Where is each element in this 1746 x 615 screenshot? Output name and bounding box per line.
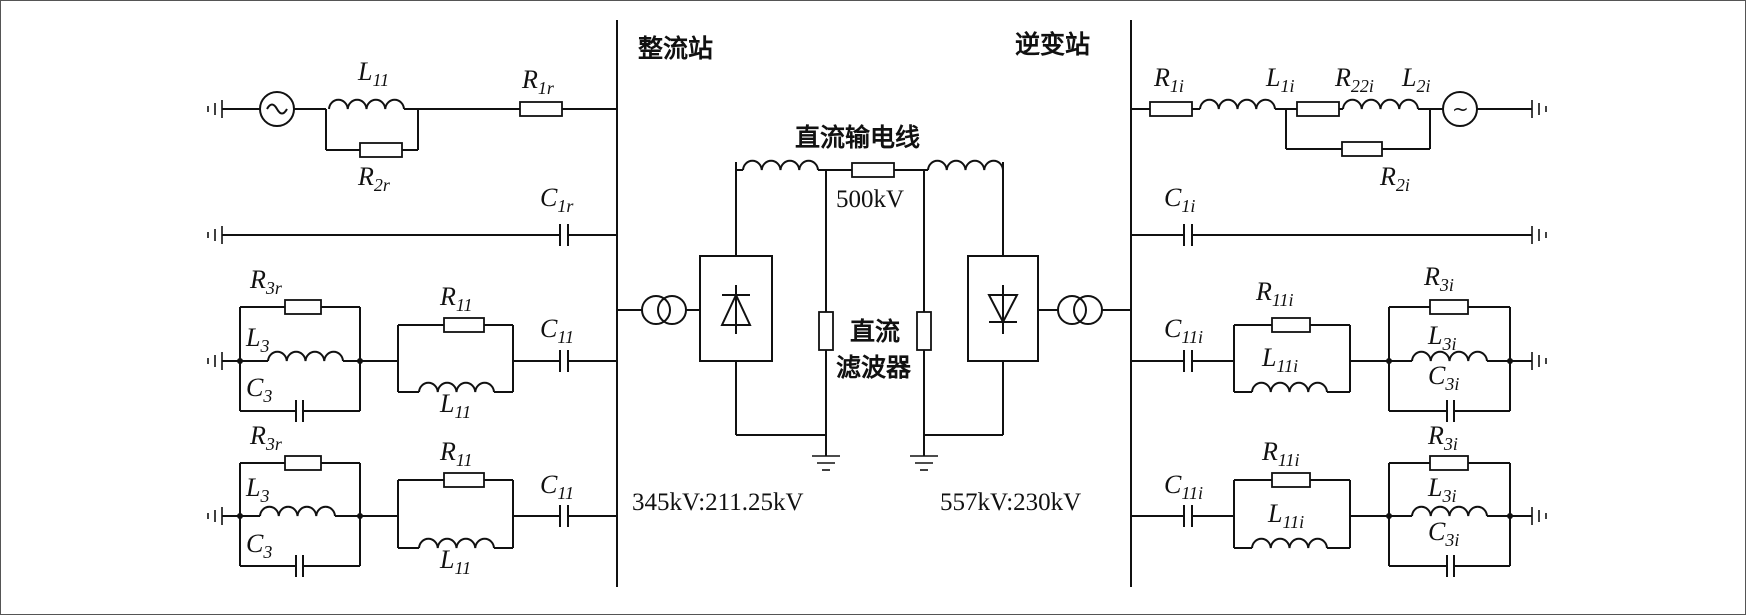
inverter-station-label: 逆变站 <box>1015 30 1090 59</box>
inverter-ac-source-branch: ~ <box>1131 91 1547 157</box>
label-R11i-2: R11i <box>1261 437 1300 470</box>
rectifier-valve <box>699 162 826 436</box>
inverter-valve <box>967 255 1039 435</box>
inverter-capacitor-branch <box>1131 224 1547 246</box>
label-L3-1: L3 <box>245 323 269 356</box>
label-R3i-2: R3i <box>1427 421 1458 454</box>
svg-text:~: ~ <box>1452 97 1469 121</box>
label-C3-1: C3 <box>246 373 272 406</box>
dc-filter-label-line1: 直流 <box>850 317 900 346</box>
label-R2r: R2r <box>357 162 391 195</box>
label-L1i: L1i <box>1265 63 1294 96</box>
label-C3i-2: C3i <box>1428 517 1459 550</box>
label-L11-2: L11 <box>439 545 471 578</box>
dc-line-label: 直流输电线 <box>795 123 920 152</box>
inverter-filter-branch-1 <box>1131 299 1547 422</box>
label-R3r-2: R3r <box>249 421 283 454</box>
label-C11i-2: C11i <box>1164 470 1203 503</box>
label-C11-2: C11 <box>540 470 574 503</box>
rectifier-ac-source-branch <box>207 91 617 158</box>
label-R11i-1: R11i <box>1255 277 1294 310</box>
rectifier-capacitor-branch <box>207 224 617 246</box>
label-L2i: L2i <box>1401 63 1430 96</box>
inverter-transformer <box>1038 295 1131 325</box>
rectifier-filter-branch-1 <box>207 299 617 422</box>
label-L11-1: L11 <box>439 389 471 422</box>
label-C11-1: C11 <box>540 314 574 347</box>
label-R3i-1: R3i <box>1423 262 1454 295</box>
label-R2i: R2i <box>1379 162 1410 195</box>
label-R11-2: R11 <box>439 437 473 470</box>
dc-line-resistor <box>851 162 895 178</box>
label-R3r-1: R3r <box>249 265 283 298</box>
resistor-R1r <box>519 101 563 117</box>
inverter-transformer-ratio: 557kV:230kV <box>940 489 1081 516</box>
label-R1r: R1r <box>521 65 555 98</box>
resistor-R2r <box>359 142 403 158</box>
rectifier-transformer <box>617 295 700 325</box>
dc-line-voltage: 500kV <box>836 186 904 213</box>
dc-transmission-line <box>735 159 1004 312</box>
label-C3-2: C3 <box>246 529 272 562</box>
label-L11i-2: L11i <box>1267 499 1304 532</box>
label-L3-2: L3 <box>245 473 269 506</box>
dc-filters <box>811 311 1003 471</box>
label-R11-1: R11 <box>439 282 473 315</box>
label-L11: L11 <box>357 57 389 90</box>
label-C1i: C1i <box>1164 183 1195 216</box>
rectifier-filter-branch-2 <box>207 455 617 577</box>
label-R22i: R22i <box>1334 63 1374 96</box>
dc-filter-label-line2: 滤波器 <box>836 353 912 382</box>
label-L3i-1: L3i <box>1427 321 1456 354</box>
rectifier-transformer-ratio: 345kV:211.25kV <box>632 489 804 516</box>
inverter-filter-branch-2 <box>1131 455 1547 577</box>
label-C1r: C1r <box>540 183 574 216</box>
label-R1i: R1i <box>1153 63 1184 96</box>
label-L3i-2: L3i <box>1427 473 1456 506</box>
label-C11i-1: C11i <box>1164 314 1203 347</box>
label-L11i-1: L11i <box>1261 343 1298 376</box>
rectifier-station-label: 整流站 <box>638 34 713 63</box>
label-C3i-1: C3i <box>1428 361 1459 394</box>
